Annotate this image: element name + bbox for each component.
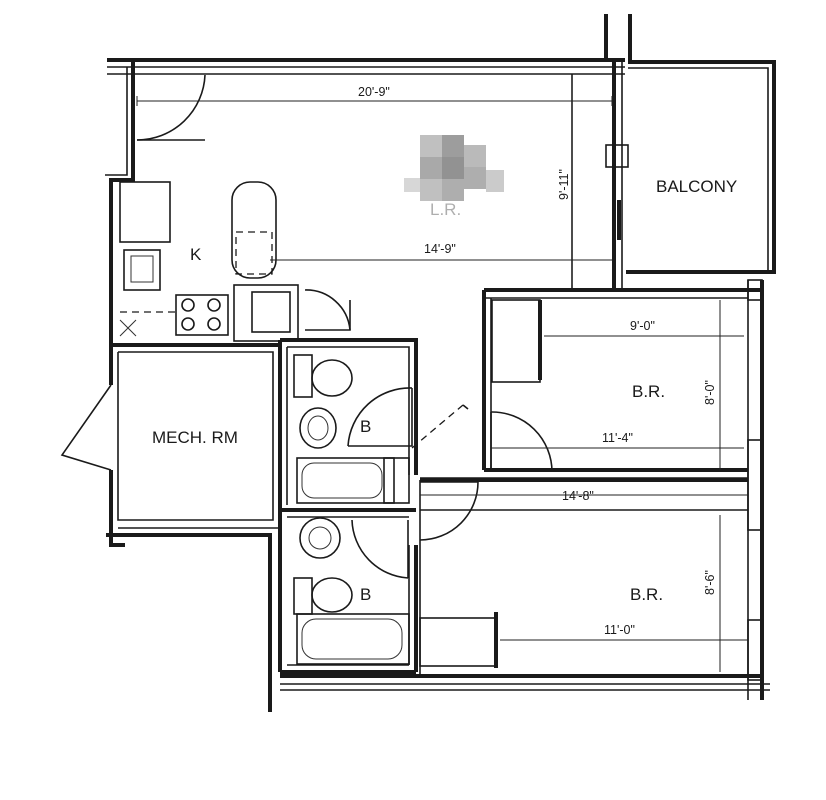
dimension-labels: 20'-9" 9'-11" 14'-9" 9'-0" 11'-4" 8'-0" … [358, 85, 717, 637]
basin-2 [299, 517, 341, 559]
doors [60, 74, 553, 579]
label-mech-room: MECH. RM [152, 428, 238, 447]
label-bedroom-1: B.R. [632, 382, 665, 401]
fridge [233, 284, 299, 342]
dim-lr-depth: 9'-11" [557, 169, 571, 200]
label-balcony: BALCONY [656, 177, 737, 196]
dim-br2-width: 11'-0" [604, 623, 635, 637]
label-bath-1: B [360, 417, 371, 436]
tub-1 [296, 457, 410, 504]
dim-br1-top: 9'-0" [630, 319, 655, 333]
dim-lr-width: 20'-9" [358, 85, 390, 99]
blur-mask [404, 135, 504, 201]
room-labels: L.R. K BALCONY MECH. RM B B B.R. B.R. [152, 177, 737, 604]
label-bath-2: B [360, 585, 371, 604]
dim-lr-inner: 14'-9" [424, 242, 456, 256]
label-bedroom-2: B.R. [630, 585, 663, 604]
label-living-room: L.R. [430, 200, 461, 219]
stove [175, 294, 229, 336]
dim-br1-depth: 8'-0" [703, 380, 717, 405]
dim-br2-depth: 8'-6" [703, 570, 717, 595]
sink [123, 249, 161, 291]
bath-fixtures [293, 354, 410, 665]
dimension-lines [136, 80, 748, 672]
toilet-2 [311, 577, 353, 613]
basin-1 [299, 407, 337, 449]
tub-2 [296, 613, 410, 665]
toilet-1 [311, 359, 353, 397]
dim-br-corridor: 14'-8" [562, 489, 594, 503]
walls [105, 14, 776, 712]
label-kitchen: K [190, 245, 202, 264]
dim-br1-width: 11'-4" [602, 431, 633, 445]
counter [231, 181, 277, 279]
kitchen-fixtures [119, 181, 299, 342]
